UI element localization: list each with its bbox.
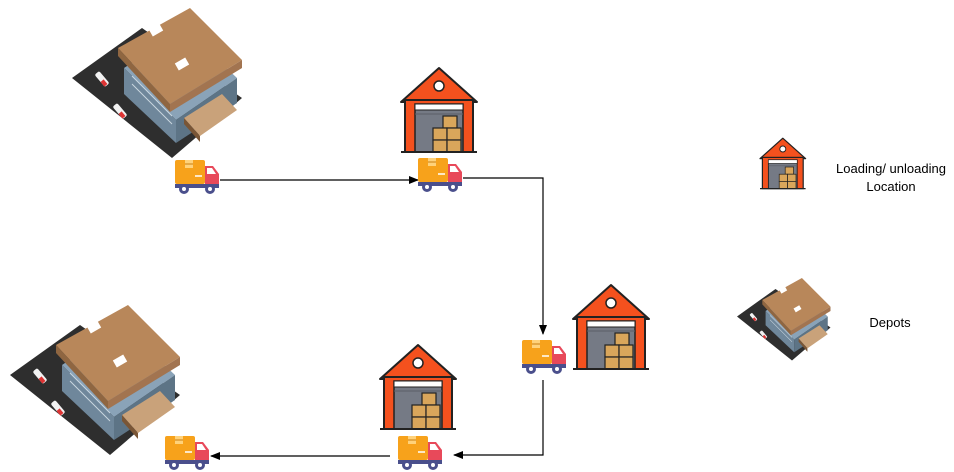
legend-loading-location-label: Loading/ unloading Location — [826, 160, 954, 196]
depot-end-icon — [9, 304, 181, 456]
truck-4-icon — [397, 435, 443, 471]
legend-loading-label-line2: Location — [866, 179, 916, 194]
legend-depot-label: Depots — [869, 315, 911, 330]
truck-2-icon — [417, 157, 463, 193]
loading-location-2-icon — [572, 284, 650, 370]
depot-start-icon — [71, 7, 243, 159]
route-arrow-2 — [463, 177, 547, 335]
truck-1-icon — [174, 159, 220, 195]
legend-depot-icon — [736, 277, 831, 361]
legend-loading-label-line1: Loading/ unloading — [836, 161, 946, 176]
legend-loading-location-icon — [759, 137, 807, 190]
truck-5-icon — [164, 435, 210, 471]
route-arrow-3 — [453, 380, 544, 459]
loading-location-3-icon — [379, 344, 457, 430]
loading-location-1-icon — [400, 67, 478, 153]
truck-3-icon — [521, 339, 567, 375]
